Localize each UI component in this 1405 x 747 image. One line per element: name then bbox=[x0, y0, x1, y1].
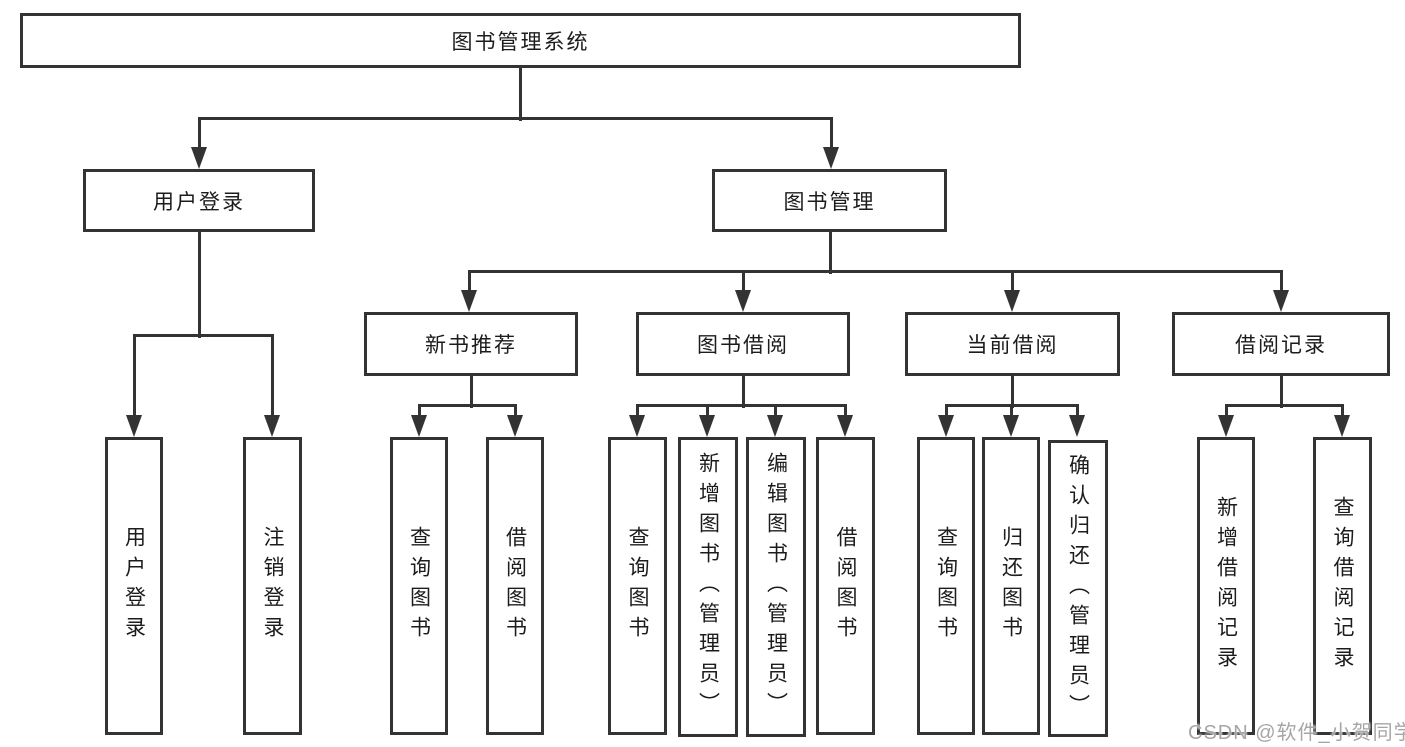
arrow-line bbox=[197, 118, 201, 151]
arrow-down-icon bbox=[264, 415, 280, 437]
leaf-nbr-borrow-books: 借阅图书 bbox=[486, 437, 544, 735]
leaf-nbr-query-books: 查询图书 bbox=[390, 437, 448, 735]
leaf-cb-confirm-return-admin: 确认归还（管理员） bbox=[1048, 440, 1108, 737]
node-current-borrow: 当前借阅 bbox=[905, 312, 1120, 376]
arrow-line bbox=[829, 118, 833, 151]
leaf-bb-add-books-admin-label: 新增图书（管理员） bbox=[696, 452, 720, 722]
arrow-line bbox=[417, 405, 421, 419]
connector-line bbox=[417, 403, 517, 407]
connector-line bbox=[197, 116, 833, 120]
arrow-line bbox=[1075, 405, 1079, 419]
connector-line bbox=[828, 232, 832, 274]
arrow-line bbox=[1340, 405, 1344, 419]
leaf-bb-edit-books-admin: 编辑图书（管理员） bbox=[746, 437, 806, 737]
arrow-down-icon bbox=[735, 290, 751, 312]
leaf-br-query-record: 查询借阅记录 bbox=[1313, 437, 1372, 735]
node-book-mgmt: 图书管理 bbox=[712, 169, 947, 232]
arrow-line bbox=[1010, 271, 1014, 294]
arrow-line bbox=[944, 405, 948, 419]
arrow-down-icon bbox=[1273, 290, 1289, 312]
arrow-down-icon bbox=[1004, 290, 1020, 312]
arrow-line bbox=[741, 271, 745, 294]
leaf-cb-return-books: 归还图书 bbox=[982, 437, 1040, 735]
connector-line bbox=[635, 403, 847, 407]
leaf-logout: 注销登录 bbox=[243, 437, 302, 735]
leaf-br-add-record-label: 新增借阅记录 bbox=[1214, 496, 1238, 676]
arrow-down-icon bbox=[767, 415, 783, 437]
arrow-down-icon bbox=[1218, 415, 1234, 437]
node-new-book-rec-label: 新书推荐 bbox=[425, 334, 517, 357]
node-borrow-record-label: 借阅记录 bbox=[1235, 334, 1327, 357]
connector-line bbox=[467, 269, 1283, 273]
node-book-mgmt-label: 图书管理 bbox=[783, 190, 876, 214]
arrow-line bbox=[635, 405, 639, 419]
arrow-line bbox=[270, 335, 274, 419]
arrow-down-icon bbox=[629, 415, 645, 437]
leaf-cb-query-books: 查询图书 bbox=[917, 437, 975, 735]
leaf-bb-borrow-books: 借阅图书 bbox=[816, 437, 875, 735]
leaf-br-add-record: 新增借阅记录 bbox=[1197, 437, 1255, 735]
leaf-user-login-label: 用户登录 bbox=[122, 526, 146, 646]
node-new-book-rec: 新书推荐 bbox=[364, 312, 578, 376]
connector-line bbox=[518, 68, 522, 121]
leaf-bb-edit-books-admin-label: 编辑图书（管理员） bbox=[764, 452, 788, 722]
arrow-line bbox=[1009, 405, 1013, 419]
arrow-down-icon bbox=[938, 415, 954, 437]
leaf-cb-query-books-label: 查询图书 bbox=[934, 526, 958, 646]
leaf-bb-borrow-books-label: 借阅图书 bbox=[834, 526, 857, 646]
arrow-down-icon bbox=[823, 147, 839, 169]
leaf-cb-confirm-return-admin-label: 确认归还（管理员） bbox=[1066, 453, 1090, 724]
node-user-login-label: 用户登录 bbox=[153, 190, 245, 214]
arrow-line bbox=[1224, 405, 1228, 419]
node-root-label: 图书管理系统 bbox=[451, 30, 590, 54]
connector-line bbox=[1279, 376, 1283, 408]
node-current-borrow-label: 当前借阅 bbox=[966, 334, 1059, 357]
node-user-login: 用户登录 bbox=[83, 169, 315, 232]
leaf-bb-query-books: 查询图书 bbox=[608, 437, 667, 735]
node-book-borrow: 图书借阅 bbox=[636, 312, 850, 376]
arrow-down-icon bbox=[411, 415, 427, 437]
arrow-down-icon bbox=[461, 290, 477, 312]
leaf-logout-label: 注销登录 bbox=[261, 526, 284, 646]
arrow-line bbox=[773, 405, 777, 419]
arrow-line bbox=[843, 405, 847, 419]
connector-line bbox=[1224, 403, 1344, 407]
leaf-br-query-record-label: 查询借阅记录 bbox=[1331, 496, 1354, 676]
connector-line bbox=[197, 232, 201, 338]
node-borrow-record: 借阅记录 bbox=[1172, 312, 1390, 376]
arrow-line bbox=[1279, 271, 1283, 294]
leaf-cb-return-books-label: 归还图书 bbox=[999, 526, 1023, 646]
arrow-down-icon bbox=[1334, 415, 1350, 437]
leaf-bb-add-books-admin: 新增图书（管理员） bbox=[678, 437, 738, 737]
connector-line bbox=[132, 333, 274, 337]
leaf-nbr-query-books-label: 查询图书 bbox=[407, 526, 431, 646]
node-root: 图书管理系统 bbox=[20, 13, 1021, 68]
arrow-line bbox=[132, 335, 136, 419]
arrow-down-icon bbox=[1003, 415, 1019, 437]
arrow-down-icon bbox=[1069, 415, 1085, 437]
arrow-line bbox=[513, 405, 517, 419]
leaf-nbr-borrow-books-label: 借阅图书 bbox=[503, 526, 527, 646]
arrow-down-icon bbox=[837, 415, 853, 437]
watermark: CSDN @软件_小贺同学 bbox=[1188, 722, 1405, 744]
leaf-user-login: 用户登录 bbox=[105, 437, 163, 735]
arrow-line bbox=[705, 405, 709, 419]
leaf-bb-query-books-label: 查询图书 bbox=[626, 526, 649, 646]
arrow-down-icon bbox=[191, 147, 207, 169]
arrow-down-icon bbox=[507, 415, 523, 437]
connector-line bbox=[741, 376, 745, 408]
arrow-line bbox=[467, 271, 471, 294]
connector-line bbox=[1010, 376, 1014, 408]
connector-line bbox=[469, 376, 473, 408]
arrow-down-icon bbox=[126, 415, 142, 437]
node-book-borrow-label: 图书借阅 bbox=[697, 334, 789, 357]
arrow-down-icon bbox=[699, 415, 715, 437]
